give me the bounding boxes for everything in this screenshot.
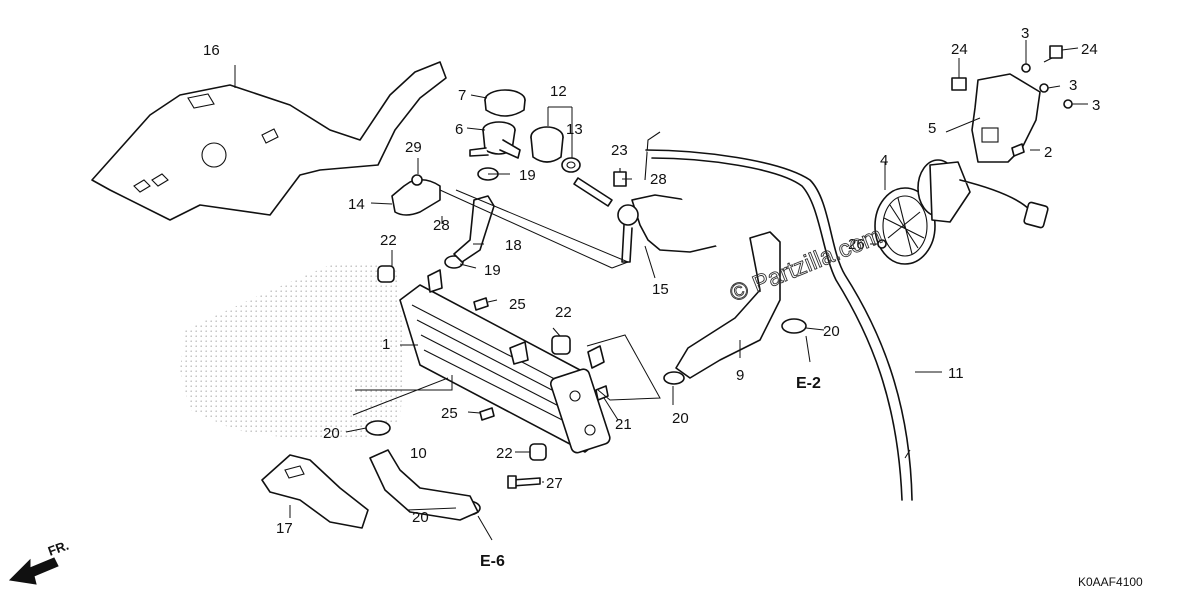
label-part-5: 5	[928, 120, 936, 137]
label-part-11: 11	[948, 365, 964, 382]
label-part-19b: 19	[484, 262, 501, 279]
label-part-20c: 20	[323, 425, 340, 442]
part-24-bolt-right	[1043, 45, 1063, 63]
label-part-19a: 19	[519, 167, 536, 184]
label-part-3a: 3	[1021, 25, 1029, 42]
diagram-code: K0AAF4100	[1078, 575, 1143, 589]
front-direction-indicator: FR.	[8, 538, 71, 585]
label-part-9: 9	[736, 367, 744, 384]
part-15-reservoir	[617, 131, 734, 263]
label-part-13: 13	[566, 121, 583, 138]
label-part-24a: 24	[951, 41, 968, 58]
part-13-washer-bolt	[561, 157, 613, 207]
label-part-3b: 3	[1069, 77, 1077, 94]
label-part-12: 12	[550, 83, 567, 100]
label-part-18: 18	[505, 237, 522, 254]
front-arrow-icon	[8, 557, 59, 585]
part-25-clip-lower	[479, 407, 495, 421]
label-part-1: 1	[382, 336, 390, 353]
part-29-clamp	[411, 174, 423, 186]
part-labels: 1 2 3 3 3 4 5 6 7 9 10 11 12 13 14 15 16…	[203, 25, 1100, 537]
cross-references: E-2 E-6	[480, 375, 821, 570]
part-27-bolt	[507, 475, 541, 489]
label-part-10: 10	[410, 445, 427, 462]
front-label: FR.	[46, 538, 71, 559]
part-22-grommet-mid	[551, 335, 571, 355]
ref-e6: E-6	[480, 553, 505, 570]
ref-e2: E-2	[796, 375, 821, 392]
label-part-7: 7	[458, 87, 466, 104]
label-part-28b: 28	[433, 217, 450, 234]
part-fan-motor	[917, 159, 1049, 229]
part-1-radiator	[399, 269, 611, 454]
part-10-hose	[369, 449, 479, 521]
label-part-21: 21	[615, 416, 632, 433]
label-part-28a: 28	[650, 171, 667, 188]
label-part-29: 29	[405, 139, 422, 156]
label-part-22c: 22	[496, 445, 513, 462]
part-24-bolt-left	[951, 77, 967, 91]
label-part-20a: 20	[823, 323, 840, 340]
part-23-bolt	[613, 168, 627, 187]
label-part-20b: 20	[672, 410, 689, 427]
part-12-reservoir-cap	[530, 126, 564, 163]
part-3-screw-b	[1039, 83, 1049, 93]
part-25-clip-upper	[473, 297, 489, 311]
part-18-hose	[453, 195, 495, 263]
part-11-overflow-hose	[645, 149, 913, 501]
part-17-cover	[261, 454, 369, 529]
label-part-3c: 3	[1092, 97, 1100, 114]
label-part-22a: 22	[380, 232, 397, 249]
label-part-16: 16	[203, 42, 220, 59]
part-22-grommet-bottom	[529, 443, 547, 461]
part-20-clamp-hose10-upper	[365, 420, 391, 436]
label-part-24b: 24	[1081, 41, 1098, 58]
label-part-20d: 20	[412, 509, 429, 526]
label-part-22b: 22	[555, 304, 572, 321]
label-part-2: 2	[1044, 144, 1052, 161]
label-part-14: 14	[348, 196, 365, 213]
part-6-filler-neck	[469, 121, 521, 159]
label-part-25a: 25	[509, 296, 526, 313]
part-4-fan	[874, 187, 936, 265]
frame-silhouette	[180, 262, 405, 440]
part-5-fan-shroud	[971, 73, 1041, 163]
label-part-6: 6	[455, 121, 463, 138]
label-part-27: 27	[546, 475, 563, 492]
part-3-screw-c	[1063, 99, 1073, 109]
part-22-grommet-top	[377, 265, 395, 283]
part-3-screw-a	[1021, 63, 1031, 73]
part-20-clamp-hose9-upper	[781, 318, 807, 334]
label-part-25b: 25	[441, 405, 458, 422]
label-part-17: 17	[276, 520, 293, 537]
label-part-23: 23	[611, 142, 628, 159]
leader-lines	[234, 40, 1088, 541]
label-part-4: 4	[880, 152, 888, 169]
label-part-26: 26	[848, 236, 865, 253]
part-9-hose	[675, 231, 781, 379]
part-7-cap	[484, 89, 526, 117]
part-16-shroud	[91, 61, 447, 221]
label-part-15: 15	[652, 281, 669, 298]
part-20-clamp-hose9-lower	[663, 371, 685, 385]
